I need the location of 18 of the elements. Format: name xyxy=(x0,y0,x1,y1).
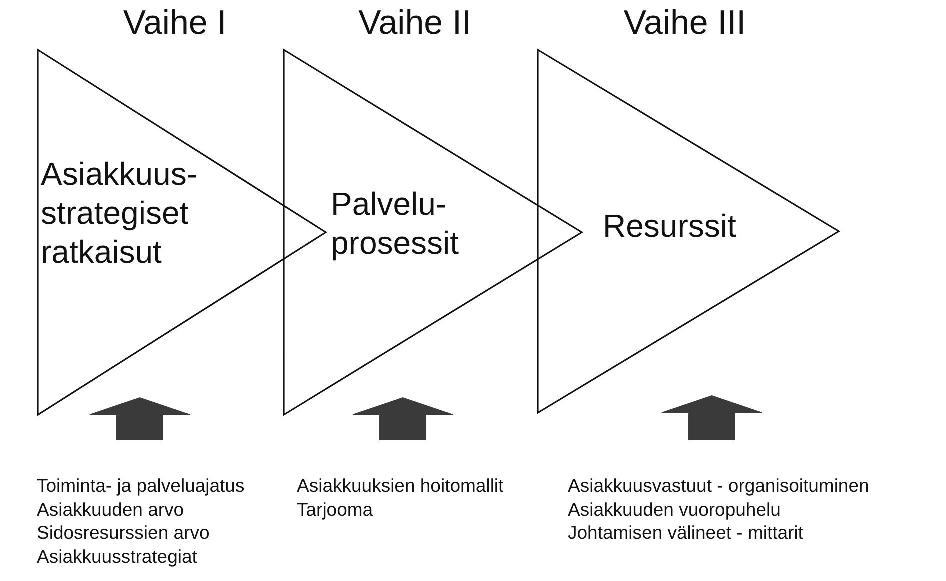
block-arrow xyxy=(90,397,190,440)
list-item: Asiakkuusvastuut - organisoituminen xyxy=(568,474,870,498)
list-item: Asiakkuuden vuoropuhelu xyxy=(568,498,781,521)
list-item: Asiakkuuden arvo xyxy=(37,498,184,521)
list-item: Asiakkuuksien hoitomallit xyxy=(297,474,504,498)
stage-heading: Vaihe I xyxy=(123,4,227,43)
block-arrow xyxy=(352,397,454,440)
stage-heading: Vaihe III xyxy=(624,4,746,43)
stage-title: Resurssit xyxy=(603,207,738,246)
block-arrow xyxy=(662,395,762,440)
list-item: Asiakkuusstrategiat xyxy=(37,544,198,568)
stage-title: Palvelu- prosessit xyxy=(331,185,460,264)
stage-title: Asiakkuus- strategiset ratkaisut xyxy=(41,155,198,272)
list-item: Sidosresurssien arvo xyxy=(37,521,210,544)
stage-heading: Vaihe II xyxy=(358,4,472,43)
list-item: Toiminta- ja palveluajatus xyxy=(37,474,245,498)
list-item: Tarjooma xyxy=(297,498,374,521)
list-item: Johtamisen välineet - mittarit xyxy=(568,521,804,544)
